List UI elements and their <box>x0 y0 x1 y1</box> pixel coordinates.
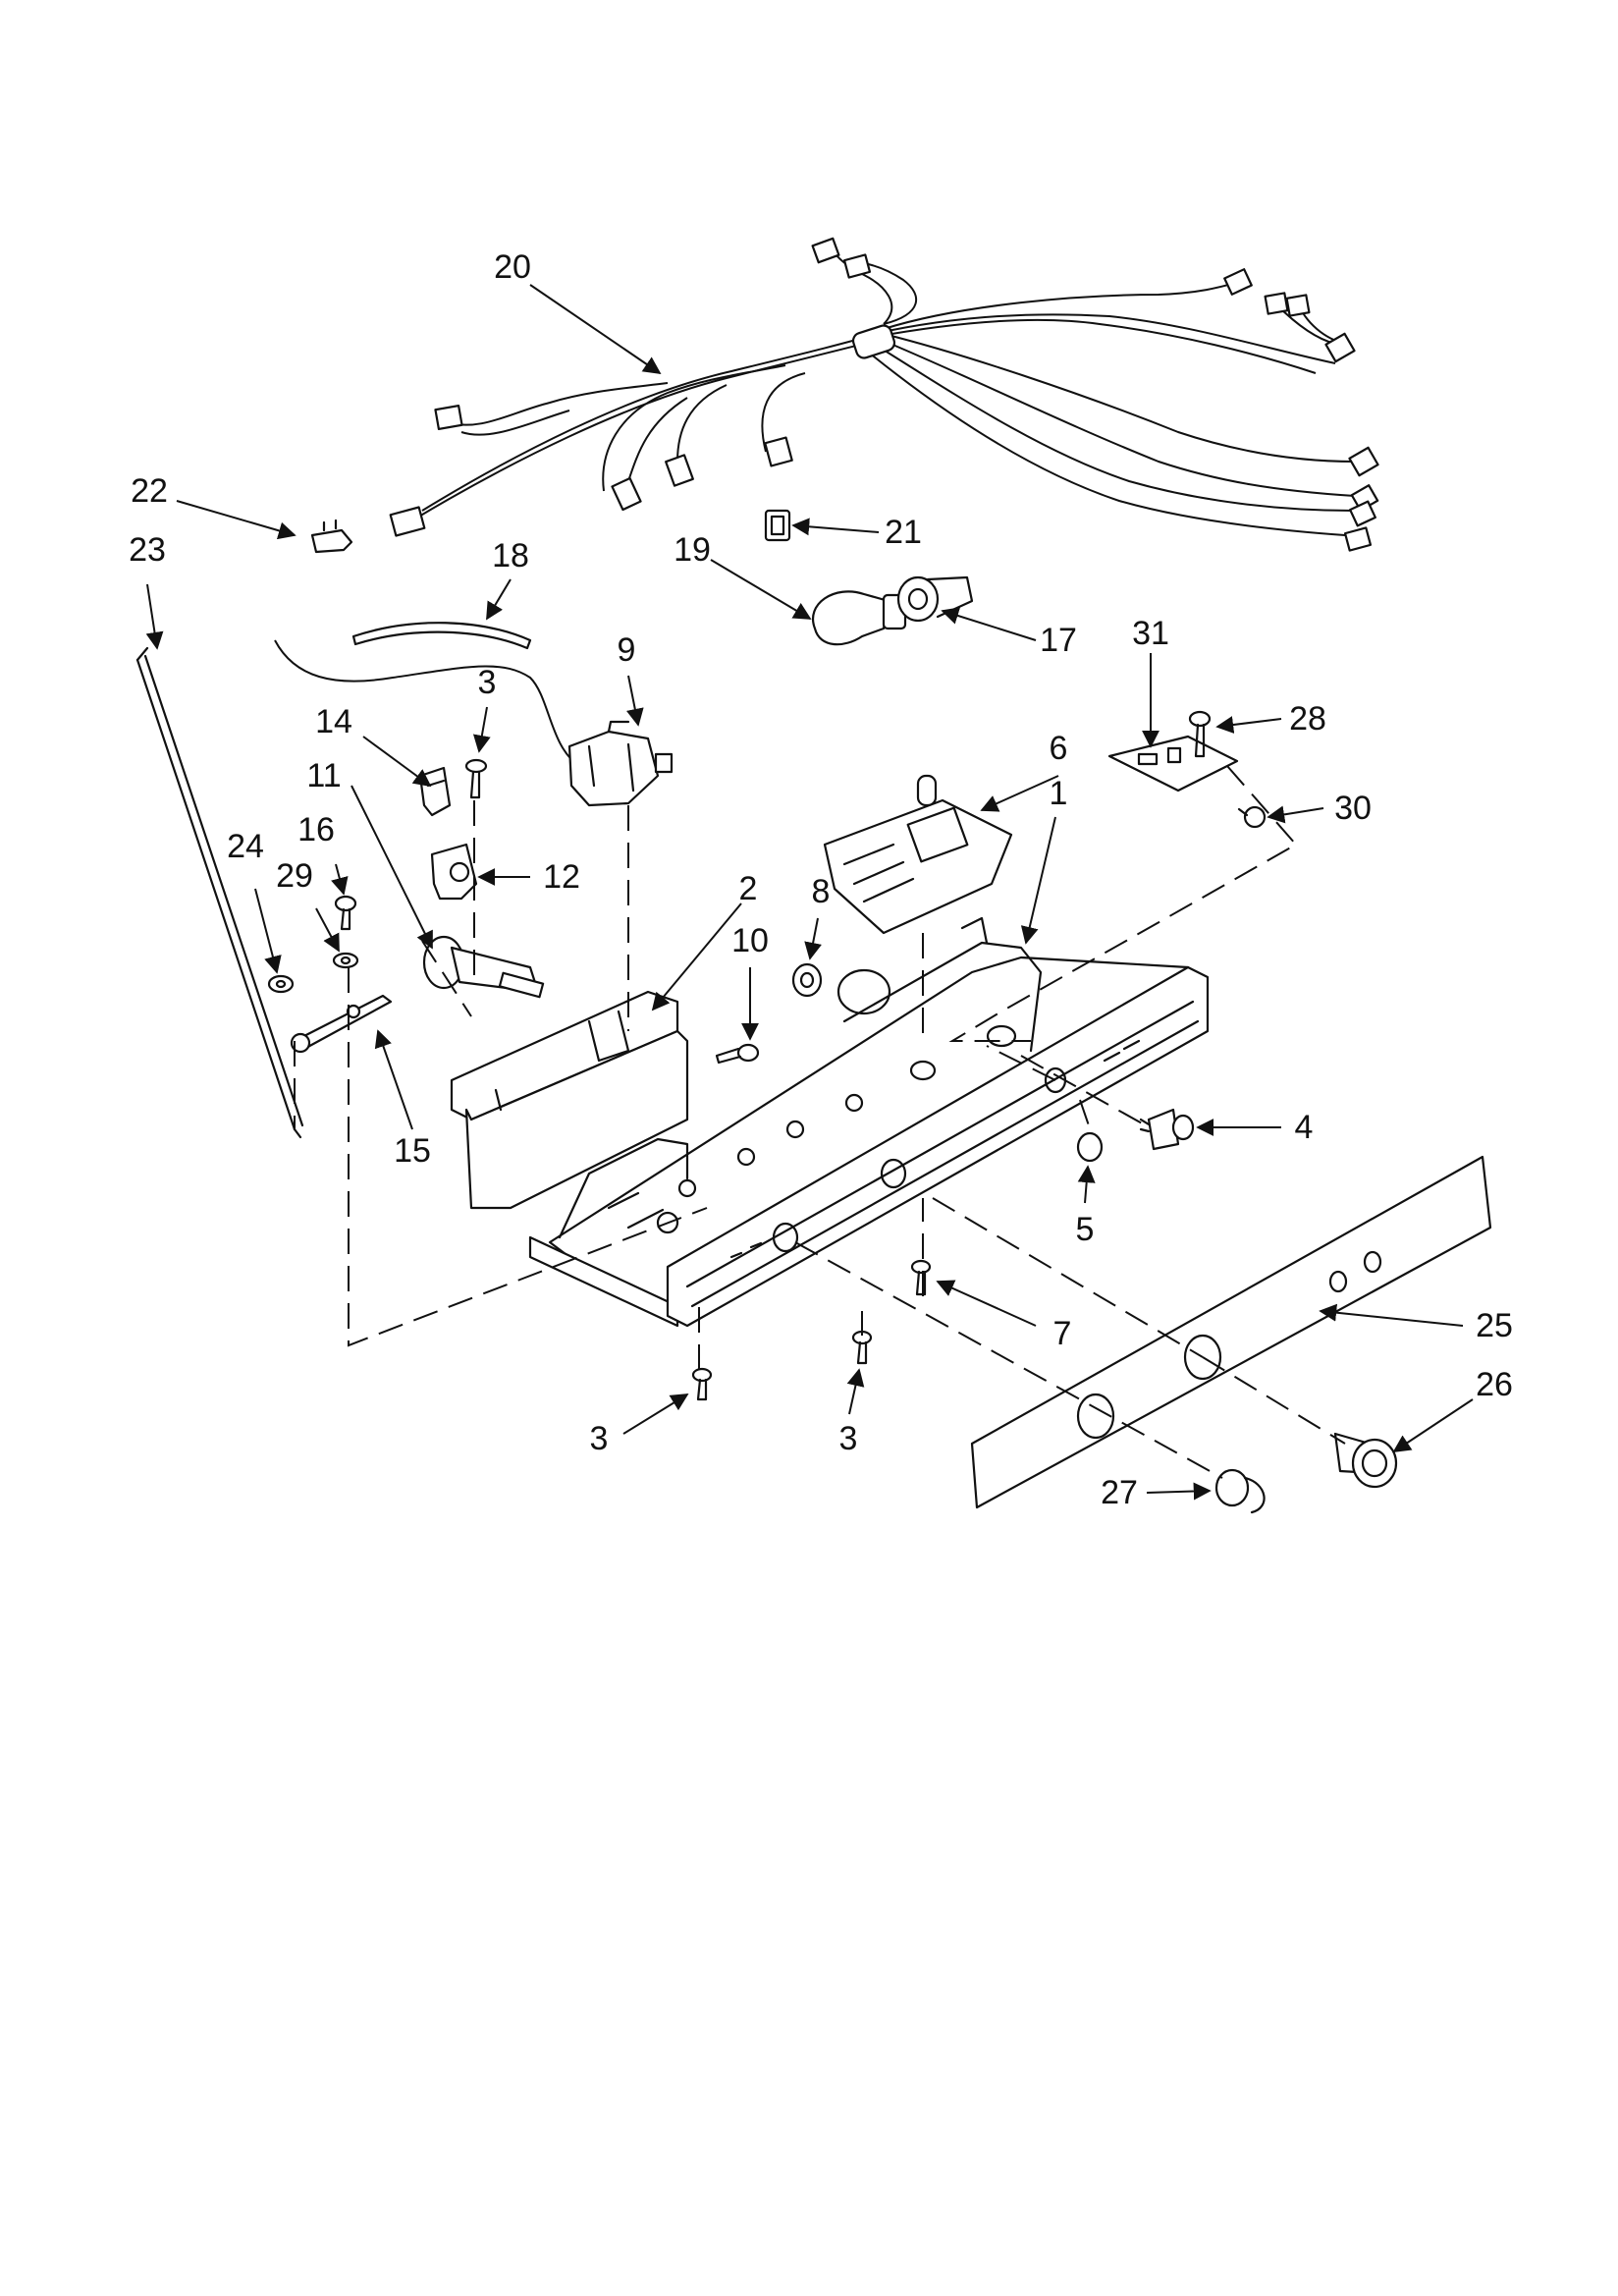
callout-3-top: 3 <box>478 664 497 701</box>
wiring-harness <box>389 237 1379 552</box>
screw-3-bottom-left <box>691 1367 713 1401</box>
bracket-12 <box>430 843 478 901</box>
callout-labels: 20 22 23 18 19 21 17 9 3 14 11 12 16 24 … <box>129 248 1513 1511</box>
callout-1: 1 <box>1050 775 1068 812</box>
knob-shaft-11 <box>422 935 545 999</box>
callout-21: 21 <box>885 514 922 551</box>
knob-27 <box>1214 1468 1266 1514</box>
screw-10 <box>715 1043 760 1065</box>
callout-2: 2 <box>739 870 758 907</box>
button-5 <box>1076 1131 1104 1163</box>
clip-14 <box>418 766 452 817</box>
lamp-socket-17 <box>896 575 974 623</box>
callout-28: 28 <box>1289 700 1326 738</box>
screw-3-bottom-mid <box>851 1330 873 1365</box>
screw-28 <box>1188 710 1212 758</box>
callout-10: 10 <box>731 922 769 959</box>
assembly-lines <box>294 765 1346 1479</box>
screw-7 <box>910 1259 932 1296</box>
tube-18 <box>351 622 532 650</box>
bulb-19 <box>812 590 907 646</box>
capillary-line <box>274 639 580 767</box>
callout-29: 29 <box>276 857 313 895</box>
housing-1 <box>528 916 1210 1328</box>
callout-26: 26 <box>1476 1366 1513 1403</box>
board-31 <box>1107 735 1239 793</box>
callout-4: 4 <box>1295 1109 1314 1146</box>
callout-19: 19 <box>674 531 711 569</box>
callout-20: 20 <box>494 248 531 286</box>
callout-30: 30 <box>1334 790 1372 827</box>
callout-8: 8 <box>812 873 831 910</box>
callout-11: 11 <box>306 757 341 794</box>
callout-7: 7 <box>1053 1315 1072 1352</box>
lever-15 <box>290 994 393 1054</box>
washer-24 <box>267 974 295 994</box>
switch-4 <box>1139 1108 1195 1151</box>
panel-25 <box>970 1155 1492 1509</box>
control-9 <box>567 720 674 807</box>
grommet-8 <box>791 962 823 998</box>
callout-3-bottom-mid: 3 <box>839 1420 858 1457</box>
screw-3-top <box>464 758 488 799</box>
callout-3-bottom-left: 3 <box>590 1420 609 1457</box>
callout-9: 9 <box>618 631 636 669</box>
callout-27: 27 <box>1101 1474 1138 1511</box>
rod-23 <box>135 646 304 1139</box>
socket-21 <box>764 509 791 542</box>
callout-22: 22 <box>131 472 168 510</box>
callout-5: 5 <box>1076 1211 1095 1248</box>
clip-30 <box>1237 805 1267 829</box>
callout-16: 16 <box>297 811 335 848</box>
callout-18: 18 <box>492 537 529 574</box>
screw-16 <box>334 895 357 931</box>
callout-14: 14 <box>315 703 352 740</box>
clip-22 <box>310 519 353 554</box>
knob-26 <box>1333 1432 1398 1489</box>
callout-31: 31 <box>1132 615 1169 652</box>
callout-23: 23 <box>129 531 166 569</box>
callout-24: 24 <box>227 828 264 865</box>
control-board-6 <box>823 774 1013 935</box>
callout-17: 17 <box>1040 622 1077 659</box>
callout-15: 15 <box>394 1132 431 1170</box>
washer-29 <box>332 952 359 969</box>
bracket-2 <box>450 990 689 1210</box>
callout-6: 6 <box>1050 730 1068 767</box>
leader-lines <box>145 284 1474 1501</box>
callout-25: 25 <box>1476 1307 1513 1344</box>
callout-12: 12 <box>543 858 580 896</box>
